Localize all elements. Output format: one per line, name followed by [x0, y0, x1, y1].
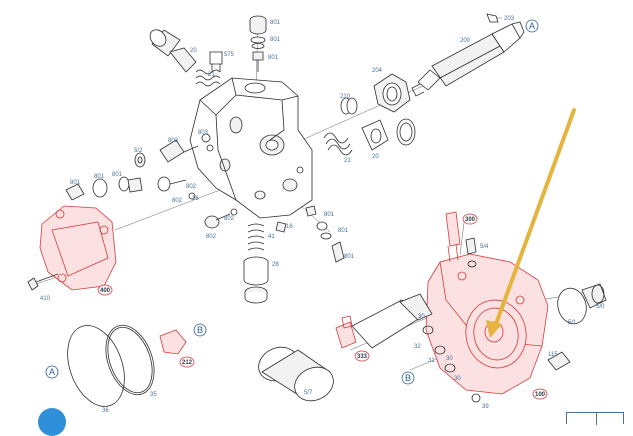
rings-210 — [340, 97, 358, 115]
part-803 — [159, 133, 211, 163]
callout: 21 — [344, 158, 351, 164]
pump-housing — [189, 77, 313, 219]
callout: 20 — [372, 154, 379, 160]
connector-b-right: B — [405, 373, 411, 383]
callout: 801 — [94, 174, 105, 180]
bolt-115 — [547, 351, 571, 371]
part-200 — [411, 21, 525, 97]
callout: 35 — [150, 392, 157, 398]
exploded-pump-diagram: 203 200 801 801 801 575 20 21 204 210 21… — [27, 13, 607, 414]
callout: 801 — [70, 180, 81, 186]
callout: 801 — [270, 20, 281, 26]
callout: 30 — [418, 314, 425, 320]
callout: 410 — [40, 296, 51, 302]
callout: 200 — [460, 38, 471, 44]
callout: 30 — [454, 376, 461, 382]
callout: 801 — [324, 212, 335, 218]
screw-410 — [27, 273, 59, 291]
callout: 39 — [482, 404, 489, 410]
part-16-mid — [275, 221, 287, 233]
metering-unit-333 — [335, 293, 433, 349]
callout: 30 — [446, 356, 453, 362]
callout: 203 — [504, 16, 515, 22]
callout: 21 — [208, 72, 215, 78]
part-20-cylinder — [149, 29, 197, 73]
part-5-2 — [134, 152, 146, 168]
callout: 16 — [286, 224, 293, 230]
connector-a-top: A — [529, 21, 535, 31]
tag-label: 400 — [100, 288, 111, 294]
fitting-stack-top — [249, 15, 267, 72]
plugs-801-right — [305, 205, 345, 263]
part-575 — [209, 51, 223, 72]
bottom-right-frame — [566, 412, 624, 425]
tag-label: 100 — [535, 392, 546, 398]
callout-labels: 203 200 801 801 801 575 20 21 204 210 21… — [40, 16, 605, 414]
connector-letters: A A B B — [45, 19, 539, 385]
callout: 802 — [206, 234, 217, 240]
spring-21-right — [323, 132, 353, 156]
end-cover-400 — [39, 205, 117, 291]
cylinder-28 — [243, 256, 269, 304]
callout: 802 — [186, 184, 197, 190]
tag-label: 333 — [357, 354, 368, 360]
callout: 5/7 — [304, 390, 313, 396]
callout: 41 — [268, 234, 275, 240]
tag-label: 212 — [182, 360, 193, 366]
callout: 801 — [112, 172, 123, 178]
callout: 204 — [372, 68, 383, 74]
callout: 210 — [340, 94, 351, 100]
callout: 803 — [168, 138, 179, 144]
callout: 801 — [344, 254, 355, 260]
callout: 5/4 — [480, 244, 489, 250]
screws-802 — [204, 208, 238, 229]
connector-a-bottom: A — [49, 367, 55, 377]
callout: 5/1 — [568, 320, 577, 326]
callout: 5/2 — [134, 148, 143, 154]
callout: 36 — [102, 408, 109, 414]
callout: 20 — [190, 48, 197, 54]
circled-tags: 400 212 300 333 100 — [97, 213, 548, 400]
tag-label: 300 — [465, 217, 476, 223]
callout: 802 — [172, 198, 183, 204]
callout: 115 — [548, 352, 558, 358]
plugs-801-left — [65, 176, 196, 201]
rings-right — [557, 283, 607, 325]
seal-212 — [159, 329, 187, 355]
callout: 31 — [428, 358, 435, 364]
spring-41 — [247, 223, 265, 251]
sleeve-5-7 — [258, 346, 334, 402]
part-203 — [486, 13, 502, 23]
callout: 803 — [198, 130, 209, 136]
callout: 575 — [224, 52, 235, 58]
o-rings-35 — [67, 324, 155, 407]
washers-30 — [422, 325, 481, 403]
callout: 16 — [192, 196, 199, 202]
part-5-4 — [465, 237, 477, 268]
callout: 5/0 — [596, 304, 605, 310]
callout: 802 — [224, 216, 235, 222]
callout: 801 — [270, 37, 281, 43]
spring-21-top — [195, 69, 221, 87]
pointer-arrow — [486, 108, 576, 338]
callout: 801 — [338, 228, 349, 234]
connector-b-left: B — [197, 325, 203, 335]
callout: 28 — [272, 262, 279, 268]
valve-300 — [445, 211, 461, 263]
callout: 32 — [414, 344, 421, 350]
nut-204 — [373, 73, 411, 113]
scroll-cue-button[interactable] — [38, 408, 66, 436]
part-20-right — [361, 118, 416, 151]
callout: 801 — [268, 55, 279, 61]
